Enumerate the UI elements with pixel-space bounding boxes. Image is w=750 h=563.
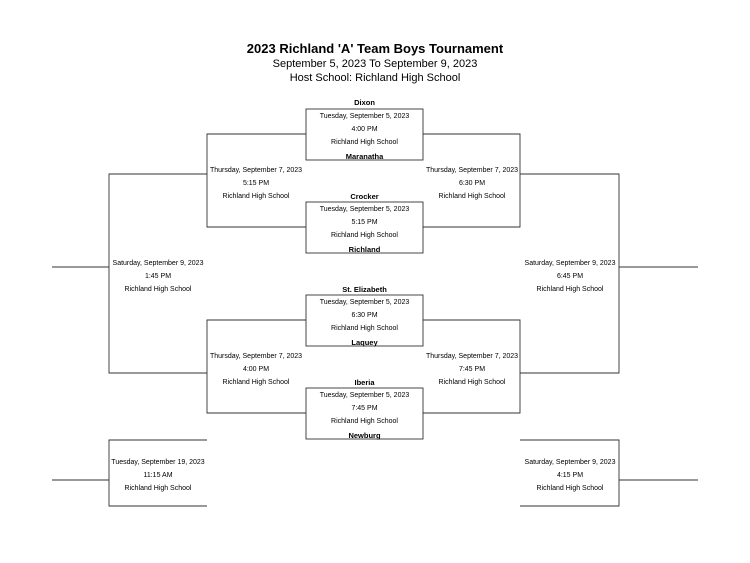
game-time: 6:45 PM [556,273,584,280]
tournament-dates: September 5, 2023 To September 9, 2023 [272,58,478,70]
game-time: 5:15 PM [351,219,378,226]
game-date: Tuesday, September 5, 2023 [319,113,410,120]
game4-info: Tuesday, September 5, 2023 7:45 PM Richl… [306,391,423,426]
game-date: Thursday, September 7, 2023 [425,167,519,174]
game-time: 5:15 PM [242,180,270,187]
game2-info: Tuesday, September 5, 2023 5:15 PM Richl… [306,205,423,240]
team-richland: Richland [348,245,381,254]
game-date: Thursday, September 7, 2023 [425,353,519,360]
game-site: Richland High School [124,485,192,492]
game-site: Richland High School [536,286,604,293]
game-site: Richland High School [124,286,192,293]
team-dixon: Dixon [354,98,375,107]
game-time: 6:30 PM [351,312,378,319]
game3-info: Tuesday, September 5, 2023 6:30 PM Richl… [306,298,423,333]
game-site: Richland High School [331,325,398,332]
game-site: Richland High School [331,232,398,239]
host-school: Host School: Richland High School [289,72,461,84]
semi-left-top-info: Thursday, September 7, 2023 5:15 PM Rich… [200,166,312,201]
team-laquey: Laquey [351,338,378,347]
final-right-info: Saturday, September 9, 2023 6:45 PM Rich… [514,259,626,294]
team-maranatha: Maranatha [345,152,384,161]
game-site: Richland High School [331,139,398,146]
bottom-right-info: Saturday, September 9, 2023 4:15 PM Rich… [514,458,626,493]
semi-right-top-info: Thursday, September 7, 2023 6:30 PM Rich… [416,166,528,201]
game-time: 7:45 PM [458,366,486,373]
game-time: 7:45 PM [351,405,378,412]
game-time: 6:30 PM [458,180,486,187]
game-time: 4:00 PM [242,366,270,373]
team-st-elizabeth: St. Elizabeth [342,285,387,294]
game-date: Saturday, September 9, 2023 [524,260,616,267]
game-date: Tuesday, September 19, 2023 [111,459,205,466]
page-title: 2023 Richland 'A' Team Boys Tournament [246,41,504,56]
game-site: Richland High School [438,379,506,386]
game-site: Richland High School [222,193,290,200]
game-time: 11:15 AM [143,472,173,479]
team-crocker: Crocker [350,192,379,201]
team-iberia: Iberia [354,378,375,387]
semi-right-bottom-info: Thursday, September 7, 2023 7:45 PM Rich… [416,352,528,387]
game-site: Richland High School [331,418,398,425]
game-date: Saturday, September 9, 2023 [112,260,204,267]
game-date: Tuesday, September 5, 2023 [319,206,410,213]
final-left-info: Saturday, September 9, 2023 1:45 PM Rich… [102,259,214,294]
game-date: Thursday, September 7, 2023 [209,353,303,360]
bottom-left-info: Tuesday, September 19, 2023 11:15 AM Ric… [102,458,214,493]
game-date: Tuesday, September 5, 2023 [319,299,410,306]
game1-info: Tuesday, September 5, 2023 4:00 PM Richl… [306,112,423,147]
team-newburg: Newburg [348,431,381,440]
game-date: Saturday, September 9, 2023 [524,459,616,466]
game-date: Thursday, September 7, 2023 [209,167,303,174]
game-time: 4:15 PM [556,472,584,479]
game-site: Richland High School [536,485,604,492]
semi-left-bottom-info: Thursday, September 7, 2023 4:00 PM Rich… [200,352,312,387]
game-time: 1:45 PM [144,273,172,280]
game-site: Richland High School [438,193,506,200]
game-site: Richland High School [222,379,290,386]
game-date: Tuesday, September 5, 2023 [319,392,410,399]
game-time: 4:00 PM [351,126,378,133]
